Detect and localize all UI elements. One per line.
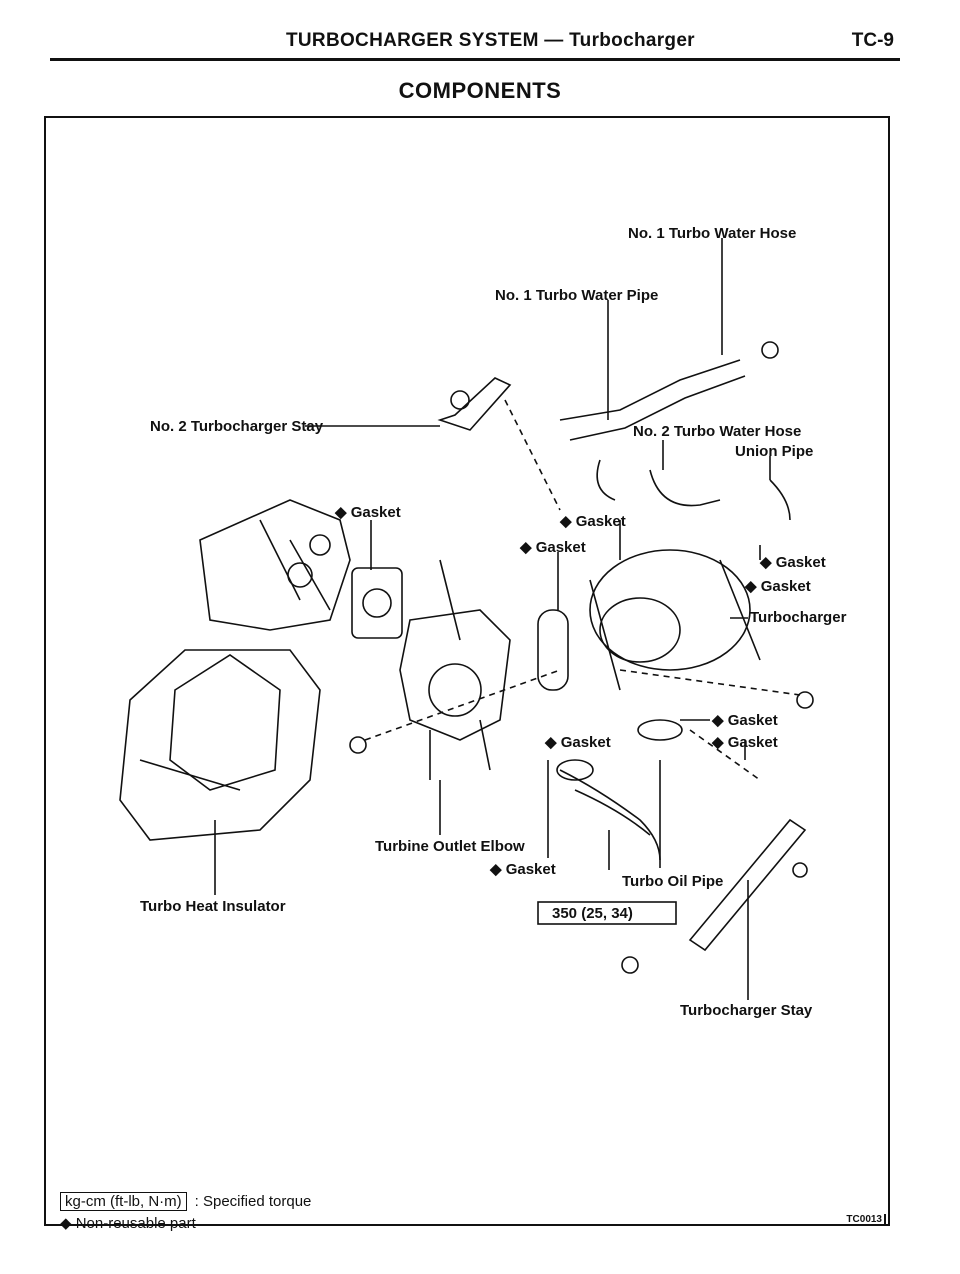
label-gasket-lower-right-2: ◆ Gasket <box>711 734 778 751</box>
label-torque: 350 (25, 34) <box>552 905 633 922</box>
bolt <box>349 736 367 754</box>
label-gasket-lower-mid: ◆ Gasket <box>544 734 611 751</box>
turbine-outlet-elbow <box>399 559 511 780</box>
label-water-pipe-1: No. 1 Turbo Water Pipe <box>495 287 658 304</box>
section-title: COMPONENTS <box>398 78 562 103</box>
exhaust-manifold <box>199 499 351 631</box>
manifold-gasket <box>351 567 403 639</box>
label-turbine-outlet-elbow: Turbine Outlet Elbow <box>375 838 525 855</box>
label-gasket-lower-right: ◆ Gasket <box>711 712 778 729</box>
label-gasket-bottom: ◆ Gasket <box>489 861 556 878</box>
page-header: TURBOCHARGER SYSTEM — Turbocharger TC-9 <box>50 24 900 61</box>
label-gasket-mid: ◆ Gasket <box>519 539 586 556</box>
turbocharger <box>589 549 761 691</box>
diagram-frame <box>44 116 890 1226</box>
nut <box>796 691 814 709</box>
turbocharger-stay <box>688 818 807 952</box>
label-gasket-right-1: ◆ Gasket <box>759 554 826 571</box>
torque-unit-box: kg-cm (ft-lb, N·m) <box>60 1192 187 1211</box>
page-number: TC-9 <box>851 30 894 51</box>
label-stay-2: No. 2 Turbocharger Stay <box>150 418 324 435</box>
clamp <box>761 341 779 359</box>
union-pipe <box>649 469 791 521</box>
bolt <box>450 390 470 410</box>
oil-pipe <box>556 719 683 861</box>
bolt <box>621 956 639 974</box>
label-gasket-right-2: ◆ Gasket <box>744 578 811 595</box>
label-turbo-oil-pipe: Turbo Oil Pipe <box>622 873 723 890</box>
label-turbocharger: Turbocharger <box>750 609 847 626</box>
water-pipe <box>559 359 746 501</box>
label-gasket-center: ◆ Gasket <box>559 513 626 530</box>
figure-id: TC0013 <box>846 1214 886 1225</box>
label-turbocharger-stay: Turbocharger Stay <box>680 1002 813 1019</box>
assembly-lines <box>364 399 801 781</box>
bolt <box>792 862 808 878</box>
heat-insulator <box>119 649 321 841</box>
elbow-gasket <box>537 609 569 691</box>
label-heat-insulator: Turbo Heat Insulator <box>140 898 286 915</box>
label-gasket-top-left: ◆ Gasket <box>334 504 401 521</box>
header-rule <box>50 58 900 61</box>
header-title: TURBOCHARGER SYSTEM — Turbocharger <box>286 30 695 51</box>
torque-box <box>537 901 677 925</box>
stay-2 <box>437 377 512 431</box>
torque-desc: : Specified torque <box>194 1193 312 1210</box>
legend-torque: kg-cm (ft-lb, N·m) : Specified torque <box>60 1192 311 1211</box>
leader-lines <box>214 238 771 1000</box>
label-water-hose-2: No. 2 Turbo Water Hose <box>633 423 801 440</box>
label-water-hose-1: No. 1 Turbo Water Hose <box>628 225 796 242</box>
label-union-pipe: Union Pipe <box>735 443 813 460</box>
legend-nonreusable: ◆ Non-reusable part <box>60 1215 196 1232</box>
